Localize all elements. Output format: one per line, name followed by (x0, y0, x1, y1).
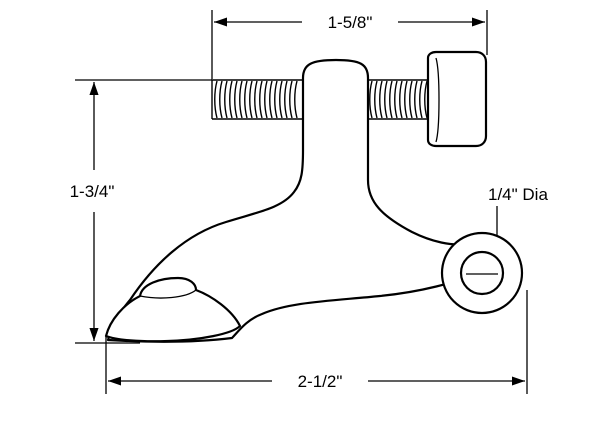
body-outline (106, 58, 472, 343)
thread-ridge (224, 80, 228, 119)
thread-lines-right (369, 80, 428, 119)
pivot-eye (440, 231, 524, 315)
rubber-foot (104, 276, 242, 343)
thread-ridge (254, 80, 258, 119)
thread-lines-left (214, 80, 298, 119)
thread-ridge (389, 80, 393, 119)
hole-diameter-label: 1/4" Dia (488, 185, 548, 204)
thread-ridge (274, 80, 278, 119)
thread-ridge (369, 80, 373, 119)
thread-ridge (239, 80, 243, 119)
thread-ridge (259, 80, 263, 119)
thread-ridge (279, 80, 283, 119)
thread-ridge (219, 80, 223, 119)
bottom-width-label: 2-1/2" (298, 372, 343, 391)
thread-ridge (264, 80, 268, 119)
thread-ridge (284, 80, 288, 119)
foot-outline (104, 276, 242, 343)
thread-ridge (214, 80, 218, 119)
bumper-bevel (435, 57, 440, 143)
thread-ridge (289, 80, 293, 119)
height-dimension: 1-3/4" (70, 79, 212, 344)
thread-ridge (374, 80, 378, 119)
foot-seam (139, 289, 197, 299)
thread-ridge (419, 80, 423, 119)
bottom-width-dimension: 2-1/2" (105, 290, 528, 394)
thread-ridge (424, 80, 428, 119)
thread-ridge (404, 80, 408, 119)
top-width-label: 1-5/8" (328, 13, 373, 32)
thread-ridge (409, 80, 413, 119)
stop-body (106, 58, 472, 343)
thread-ridge (269, 80, 273, 119)
thread-ridge (394, 80, 398, 119)
height-label: 1-3/4" (70, 182, 115, 201)
thread-ridge (379, 80, 383, 119)
thread-ridge (244, 80, 248, 119)
eye-hole (459, 250, 505, 296)
thread-ridge (384, 80, 388, 119)
thread-ridge (414, 80, 418, 119)
thread-ridge (294, 80, 298, 119)
thread-ridge (249, 80, 253, 119)
bumper-outline (426, 50, 488, 148)
thread-ridge (229, 80, 233, 119)
bumper-cap (426, 50, 488, 148)
thread-ridge (234, 80, 238, 119)
thread-ridge (399, 80, 403, 119)
top-width-dimension: 1-5/8" (211, 10, 488, 80)
